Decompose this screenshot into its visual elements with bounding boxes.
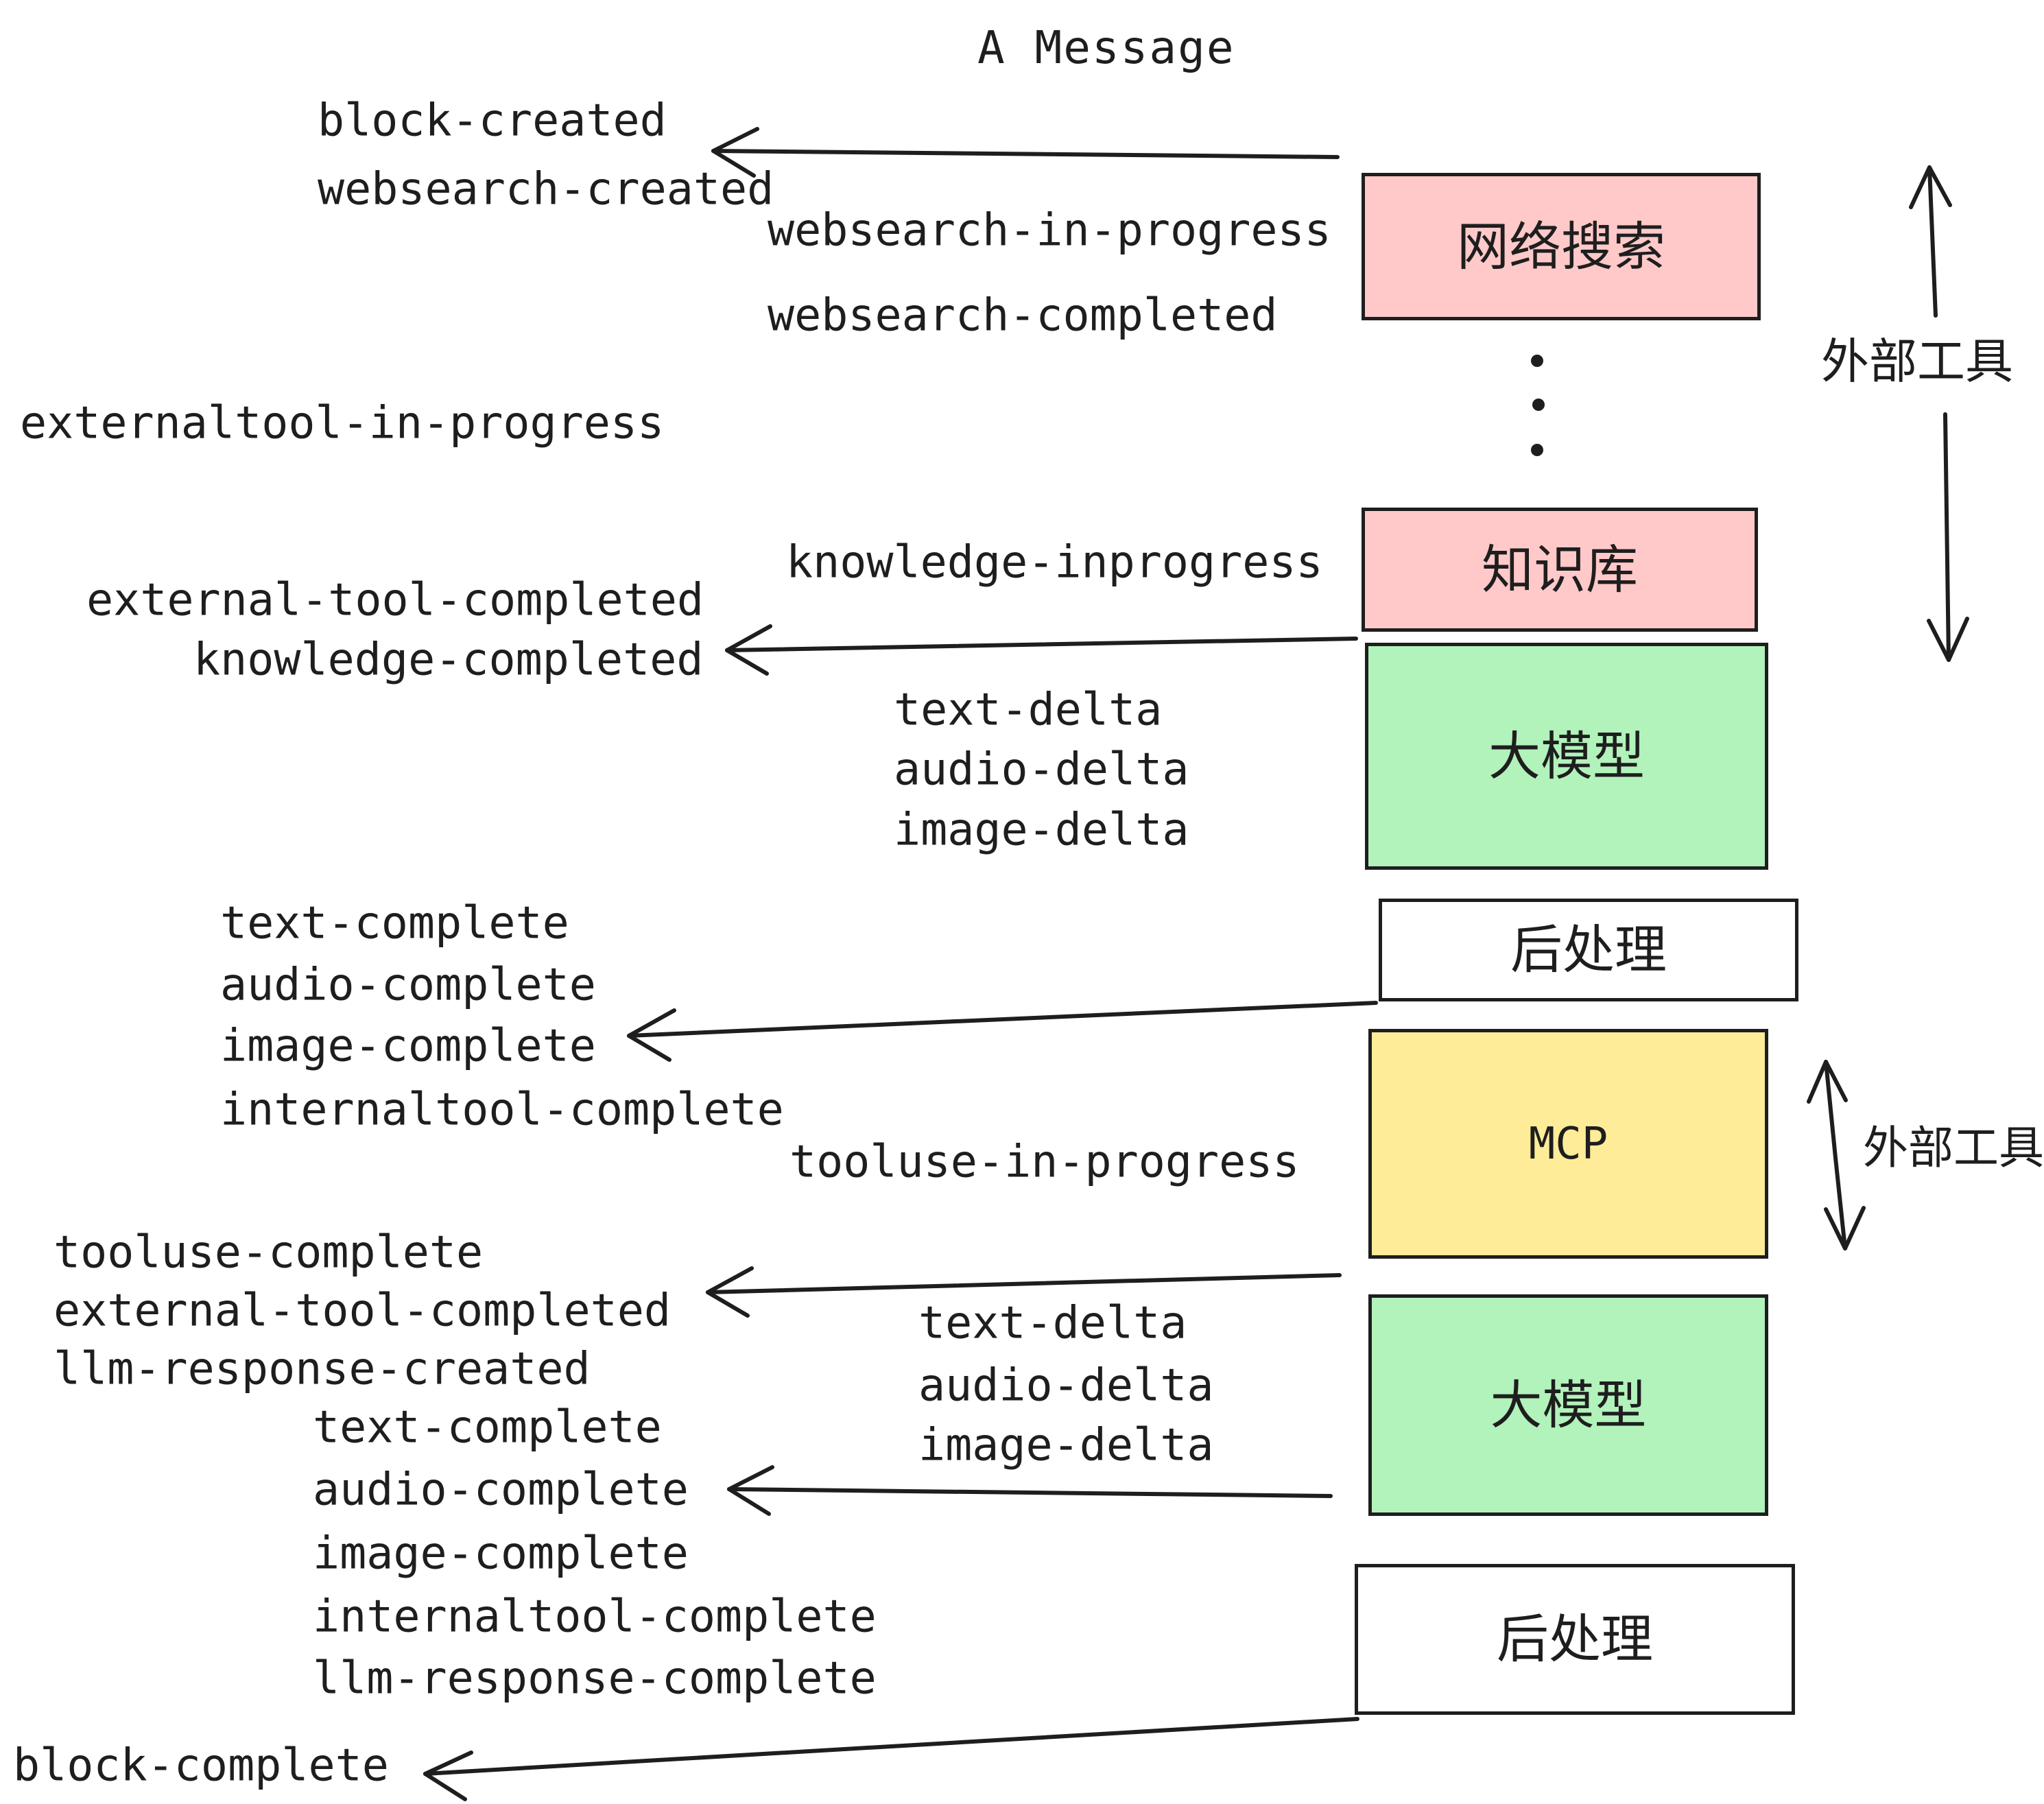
event-audio-complete-2: audio-complete [313, 1464, 689, 1516]
arrow-to-websearch-created [711, 127, 1340, 178]
event-internaltool-complete-2: internaltool-complete [313, 1591, 877, 1643]
event-websearch-in-progress: websearch-in-progress [768, 204, 1331, 257]
diagram-title: A Message [977, 21, 1235, 74]
box-knowledge: 知识库 [1362, 508, 1758, 632]
event-image-complete-1: image-complete [220, 1020, 596, 1072]
side-label-external-tools-mid: 外部工具 [1863, 1121, 2044, 1174]
event-websearch-completed: websearch-completed [768, 289, 1278, 342]
arrow-to-audio-complete [727, 1465, 1333, 1516]
side-label-external-tools-top: 外部工具 [1821, 333, 2013, 390]
arrow-to-tooluse-complete [706, 1266, 1342, 1318]
box-llm-2-label: 大模型 [1490, 1374, 1647, 1436]
event-audio-delta-2: audio-delta [918, 1360, 1214, 1412]
box-websearch: 网络搜索 [1362, 173, 1761, 320]
event-image-complete-2: image-complete [313, 1528, 689, 1580]
box-llm-1: 大模型 [1365, 643, 1768, 870]
box-post-process-1: 后处理 [1379, 899, 1798, 1001]
event-block-created: block-created [318, 95, 667, 147]
box-mcp-label: MCP [1528, 1118, 1608, 1170]
box-post-process-2-label: 后处理 [1497, 1609, 1653, 1670]
event-text-complete-1: text-complete [220, 897, 569, 949]
event-llm-response-created: llm-response-created [54, 1343, 591, 1395]
event-llm-response-complete: llm-response-complete [313, 1652, 877, 1705]
box-post-process-1-label: 后处理 [1510, 919, 1667, 980]
event-knowledge-completed: knowledge-completed [193, 634, 704, 686]
arrow-to-knowledge-completed [725, 624, 1358, 676]
event-text-complete-2: text-complete [313, 1401, 662, 1453]
ellipsis-dots [1531, 355, 1545, 456]
event-text-delta-1: text-delta [894, 684, 1163, 736]
event-image-delta-2: image-delta [918, 1419, 1214, 1471]
event-internaltool-complete-1: internaltool-complete [220, 1084, 784, 1136]
box-websearch-label: 网络搜索 [1457, 215, 1665, 277]
event-tooluse-in-progress: tooluse-in-progress [789, 1136, 1300, 1188]
double-arrow-external-tools-top [1909, 165, 1969, 662]
event-audio-complete-1: audio-complete [220, 959, 596, 1011]
arrow-to-block-complete [423, 1717, 1359, 1801]
box-mcp: MCP [1368, 1029, 1768, 1259]
double-arrow-external-tools-mid [1807, 1060, 1866, 1250]
event-image-delta-1: image-delta [894, 804, 1189, 856]
event-websearch-created: websearch-created [318, 163, 774, 215]
event-external-tool-completed-2: external-tool-completed [54, 1285, 672, 1337]
event-externaltool-in-progress: externaltool-in-progress [20, 397, 665, 449]
box-knowledge-label: 知识库 [1482, 538, 1638, 600]
box-post-process-2: 后处理 [1355, 1564, 1795, 1715]
event-text-delta-2: text-delta [918, 1297, 1187, 1349]
box-llm-2: 大模型 [1368, 1294, 1768, 1516]
event-tooluse-complete: tooluse-complete [54, 1226, 484, 1279]
event-block-complete: block-complete [13, 1740, 389, 1792]
box-llm-1-label: 大模型 [1488, 725, 1645, 787]
event-knowledge-inprogress: knowledge-inprogress [786, 536, 1323, 589]
arrow-to-image-complete [627, 1001, 1378, 1062]
event-audio-delta-1: audio-delta [894, 744, 1189, 796]
event-external-tool-completed: external-tool-completed [86, 574, 704, 626]
